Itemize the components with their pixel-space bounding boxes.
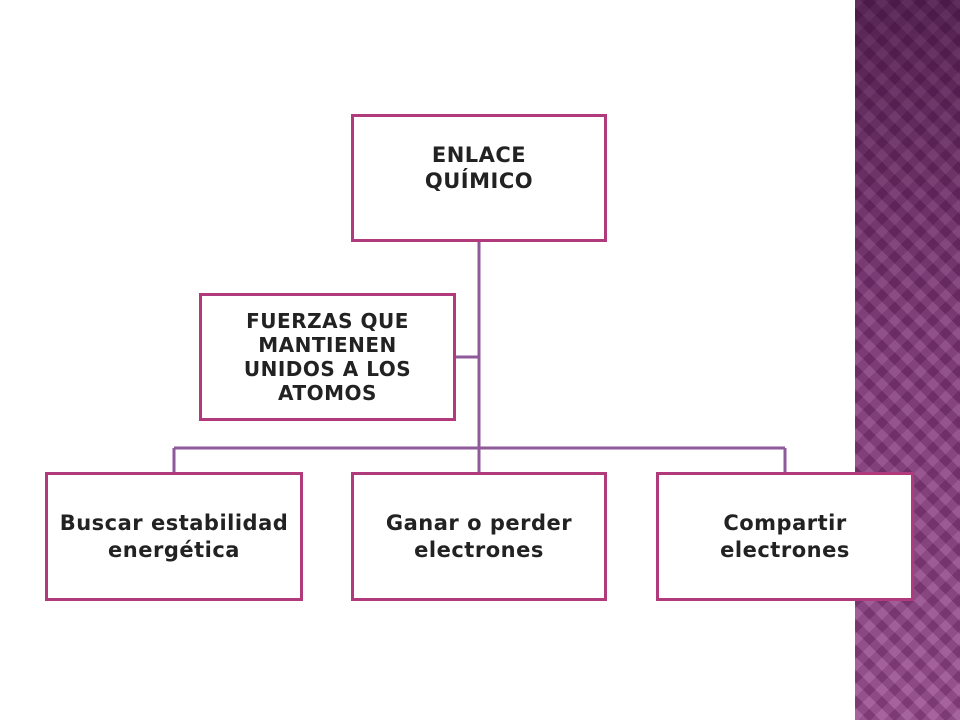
assistant-node-fuerzas: FUERZAS QUE MANTIENEN UNIDOS A LOS ATOMO…: [199, 293, 456, 421]
root-node-enlace-quimico: ENLACE QUÍMICO: [351, 114, 607, 242]
child-node-label: Buscar estabilidad energética: [59, 511, 289, 562]
child-node-label: Ganar o perder electrones: [385, 511, 573, 562]
child-node-estabilidad: Buscar estabilidad energética: [45, 472, 303, 601]
assistant-node-label: FUERZAS QUE MANTIENEN UNIDOS A LOS ATOMO…: [243, 309, 412, 405]
child-node-compartir: Compartir electrones: [656, 472, 914, 601]
child-node-ganar-perder: Ganar o perder electrones: [351, 472, 607, 601]
child-node-label: Compartir electrones: [720, 511, 850, 562]
root-node-label: ENLACE QUÍMICO: [424, 142, 534, 193]
